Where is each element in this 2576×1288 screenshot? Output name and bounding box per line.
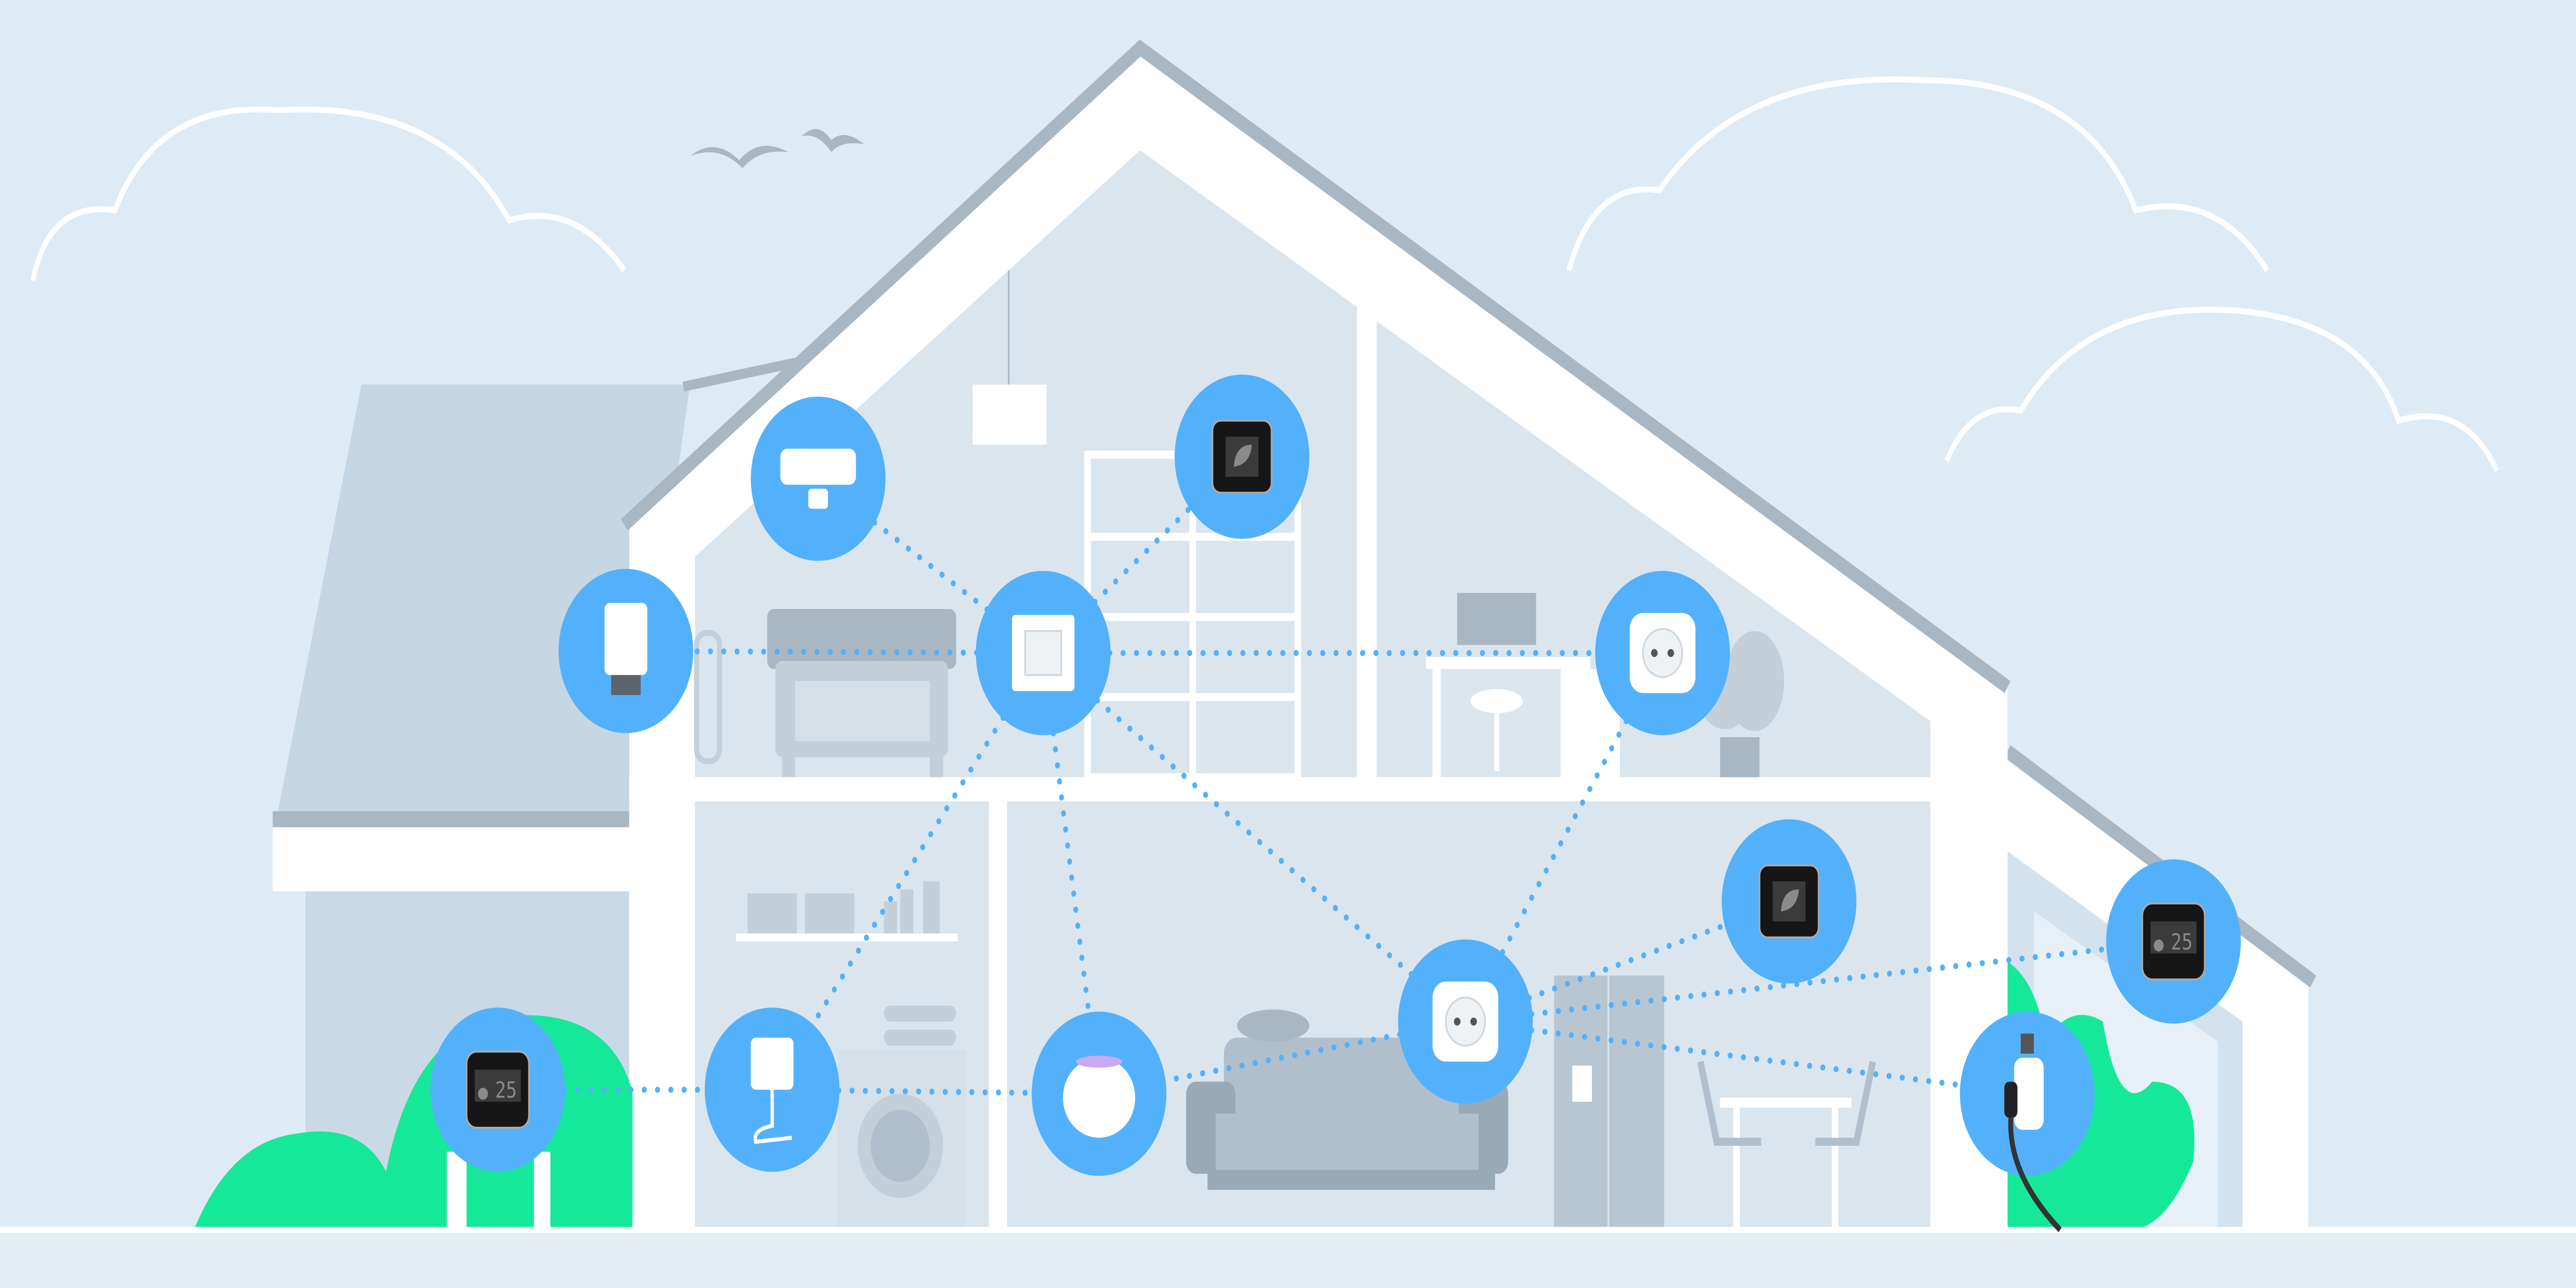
- smart-plug-living-bubble[interactable]: [1398, 939, 1533, 1104]
- dining-table: [1697, 1060, 1876, 1230]
- connection-smart-plug-living-thermostat-annex: [1463, 938, 2176, 1025]
- radiator-thermostat-icon: [604, 603, 648, 696]
- button-hub-bubble[interactable]: [704, 1007, 840, 1172]
- leaf-display-icon: [1211, 419, 1273, 494]
- smart-plug-icon: [1630, 613, 1696, 693]
- desk: [1426, 592, 1620, 777]
- weather-icon: [2154, 939, 2164, 952]
- sofa: [1186, 1009, 1509, 1190]
- thermostat-annex-bubble[interactable]: 25: [2106, 859, 2241, 1024]
- washing-machine: [838, 1005, 966, 1230]
- motion-sensor-bubble[interactable]: [751, 396, 886, 561]
- smart-plug-icon: [1432, 981, 1499, 1062]
- temperature-reading: 25: [2171, 930, 2193, 955]
- thermostat-garage-bubble[interactable]: 25: [430, 1007, 565, 1172]
- water-controller-bubble[interactable]: [1960, 1011, 2095, 1232]
- connection-smart-plug-living-smart-speaker: [1096, 1019, 1468, 1097]
- radiator-valve-bubble[interactable]: [558, 569, 693, 734]
- bed: [767, 608, 956, 777]
- radiator: [694, 630, 722, 765]
- water-valve-icon: [2004, 1033, 2062, 1232]
- climate-display-upstairs-bubble[interactable]: [1174, 375, 1310, 539]
- temperature-reading: 25: [495, 1078, 517, 1103]
- connection-hub-switch-button-hub: [769, 650, 1046, 1093]
- plant: [1702, 631, 1785, 777]
- smart-speaker-bubble[interactable]: [1031, 1011, 1167, 1176]
- speaker-icon: [1063, 1055, 1136, 1138]
- smart-plug-upstairs-bubble[interactable]: [1595, 571, 1730, 735]
- hub-switch-bubble[interactable]: [976, 571, 1111, 735]
- furniture: [694, 270, 1876, 1230]
- button-with-cable-icon: [751, 1037, 794, 1144]
- motion-sensor-icon: [780, 448, 856, 509]
- devices: 25 25: [430, 375, 2241, 1232]
- temperature-display-icon: 25: [466, 1050, 530, 1129]
- temperature-display-icon: 25: [2141, 902, 2206, 981]
- ceiling-lamp: [972, 384, 1047, 445]
- fridge: [1554, 975, 1665, 1230]
- climate-display-kitchen-bubble[interactable]: [1721, 819, 1857, 984]
- wall-switch-icon: [1012, 615, 1075, 691]
- ground: [0, 1230, 2576, 1288]
- shelf: [736, 881, 958, 942]
- clouds: [30, 76, 2500, 472]
- connection-hub-switch-radiator-valve: [623, 648, 1046, 656]
- birds: [690, 129, 865, 168]
- connection-hub-switch-motion-sensor: [816, 476, 1046, 656]
- connection-smart-plug-living-water-controller: [1463, 1019, 2030, 1097]
- weather-icon: [478, 1088, 488, 1100]
- leaf-display-icon: [1758, 864, 1820, 939]
